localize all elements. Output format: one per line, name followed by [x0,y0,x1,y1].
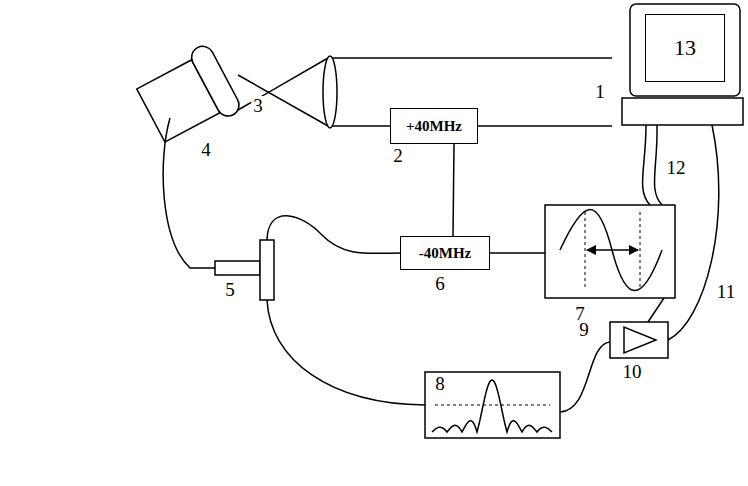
callout-number: 4 [199,140,213,160]
drawing-stroke [587,249,638,251]
cables [163,118,719,412]
computer-screen: 13 [645,14,725,82]
demodulator-box: -40MHz [400,236,490,270]
drawing-stroke [640,212,641,290]
computer [622,4,743,125]
callout-number: 3 [251,96,265,116]
drawing-stroke [648,298,664,322]
drawing-stroke [654,125,662,205]
lock-in-phase-box [545,205,675,298]
signal-cable [453,144,454,236]
drawing-stroke [188,42,243,119]
callout-number: 11 [715,282,737,302]
node-text: +40MHz [406,118,462,135]
modulator-box: +40MHz [390,108,478,144]
node-text: 13 [674,35,696,61]
drawing-stroke [425,372,560,438]
drawing-stroke [435,405,550,406]
drawing-stroke [163,118,215,268]
drawing-stroke [560,210,662,291]
drawing-stroke [267,300,425,405]
drawing-stroke [624,327,656,353]
drawing-stroke [238,75,328,126]
photodetector [133,42,243,149]
drawing-stroke [260,240,274,300]
drawing-stroke [560,342,610,412]
drawing-stroke [622,98,743,125]
lens [323,56,337,128]
drawing-stroke [215,261,260,275]
callout-number: 1 [593,82,607,102]
callout-number: 12 [665,158,688,178]
spectrum-analyzer-box [425,372,560,438]
node-text: -40MHz [419,245,471,262]
drawing-stroke [643,125,650,205]
drawing-stroke [330,57,612,59]
amplifier [610,322,668,358]
callout-number: 5 [223,280,237,300]
callout-number: 9 [577,320,591,340]
t-connector [215,240,274,300]
spectrum-trace [432,380,552,432]
drawing-stroke [630,4,740,96]
callout-number: 6 [433,274,447,294]
drawing-stroke [490,252,545,254]
callout-number: 10 [621,362,644,382]
callout-number: 8 [433,374,447,394]
drawing-stroke [267,216,400,254]
drawing-stroke [545,205,675,298]
drawing-stroke [585,212,586,290]
drawing-stroke [610,322,668,358]
callout-number: 2 [391,146,405,166]
focused-rays [238,58,328,126]
